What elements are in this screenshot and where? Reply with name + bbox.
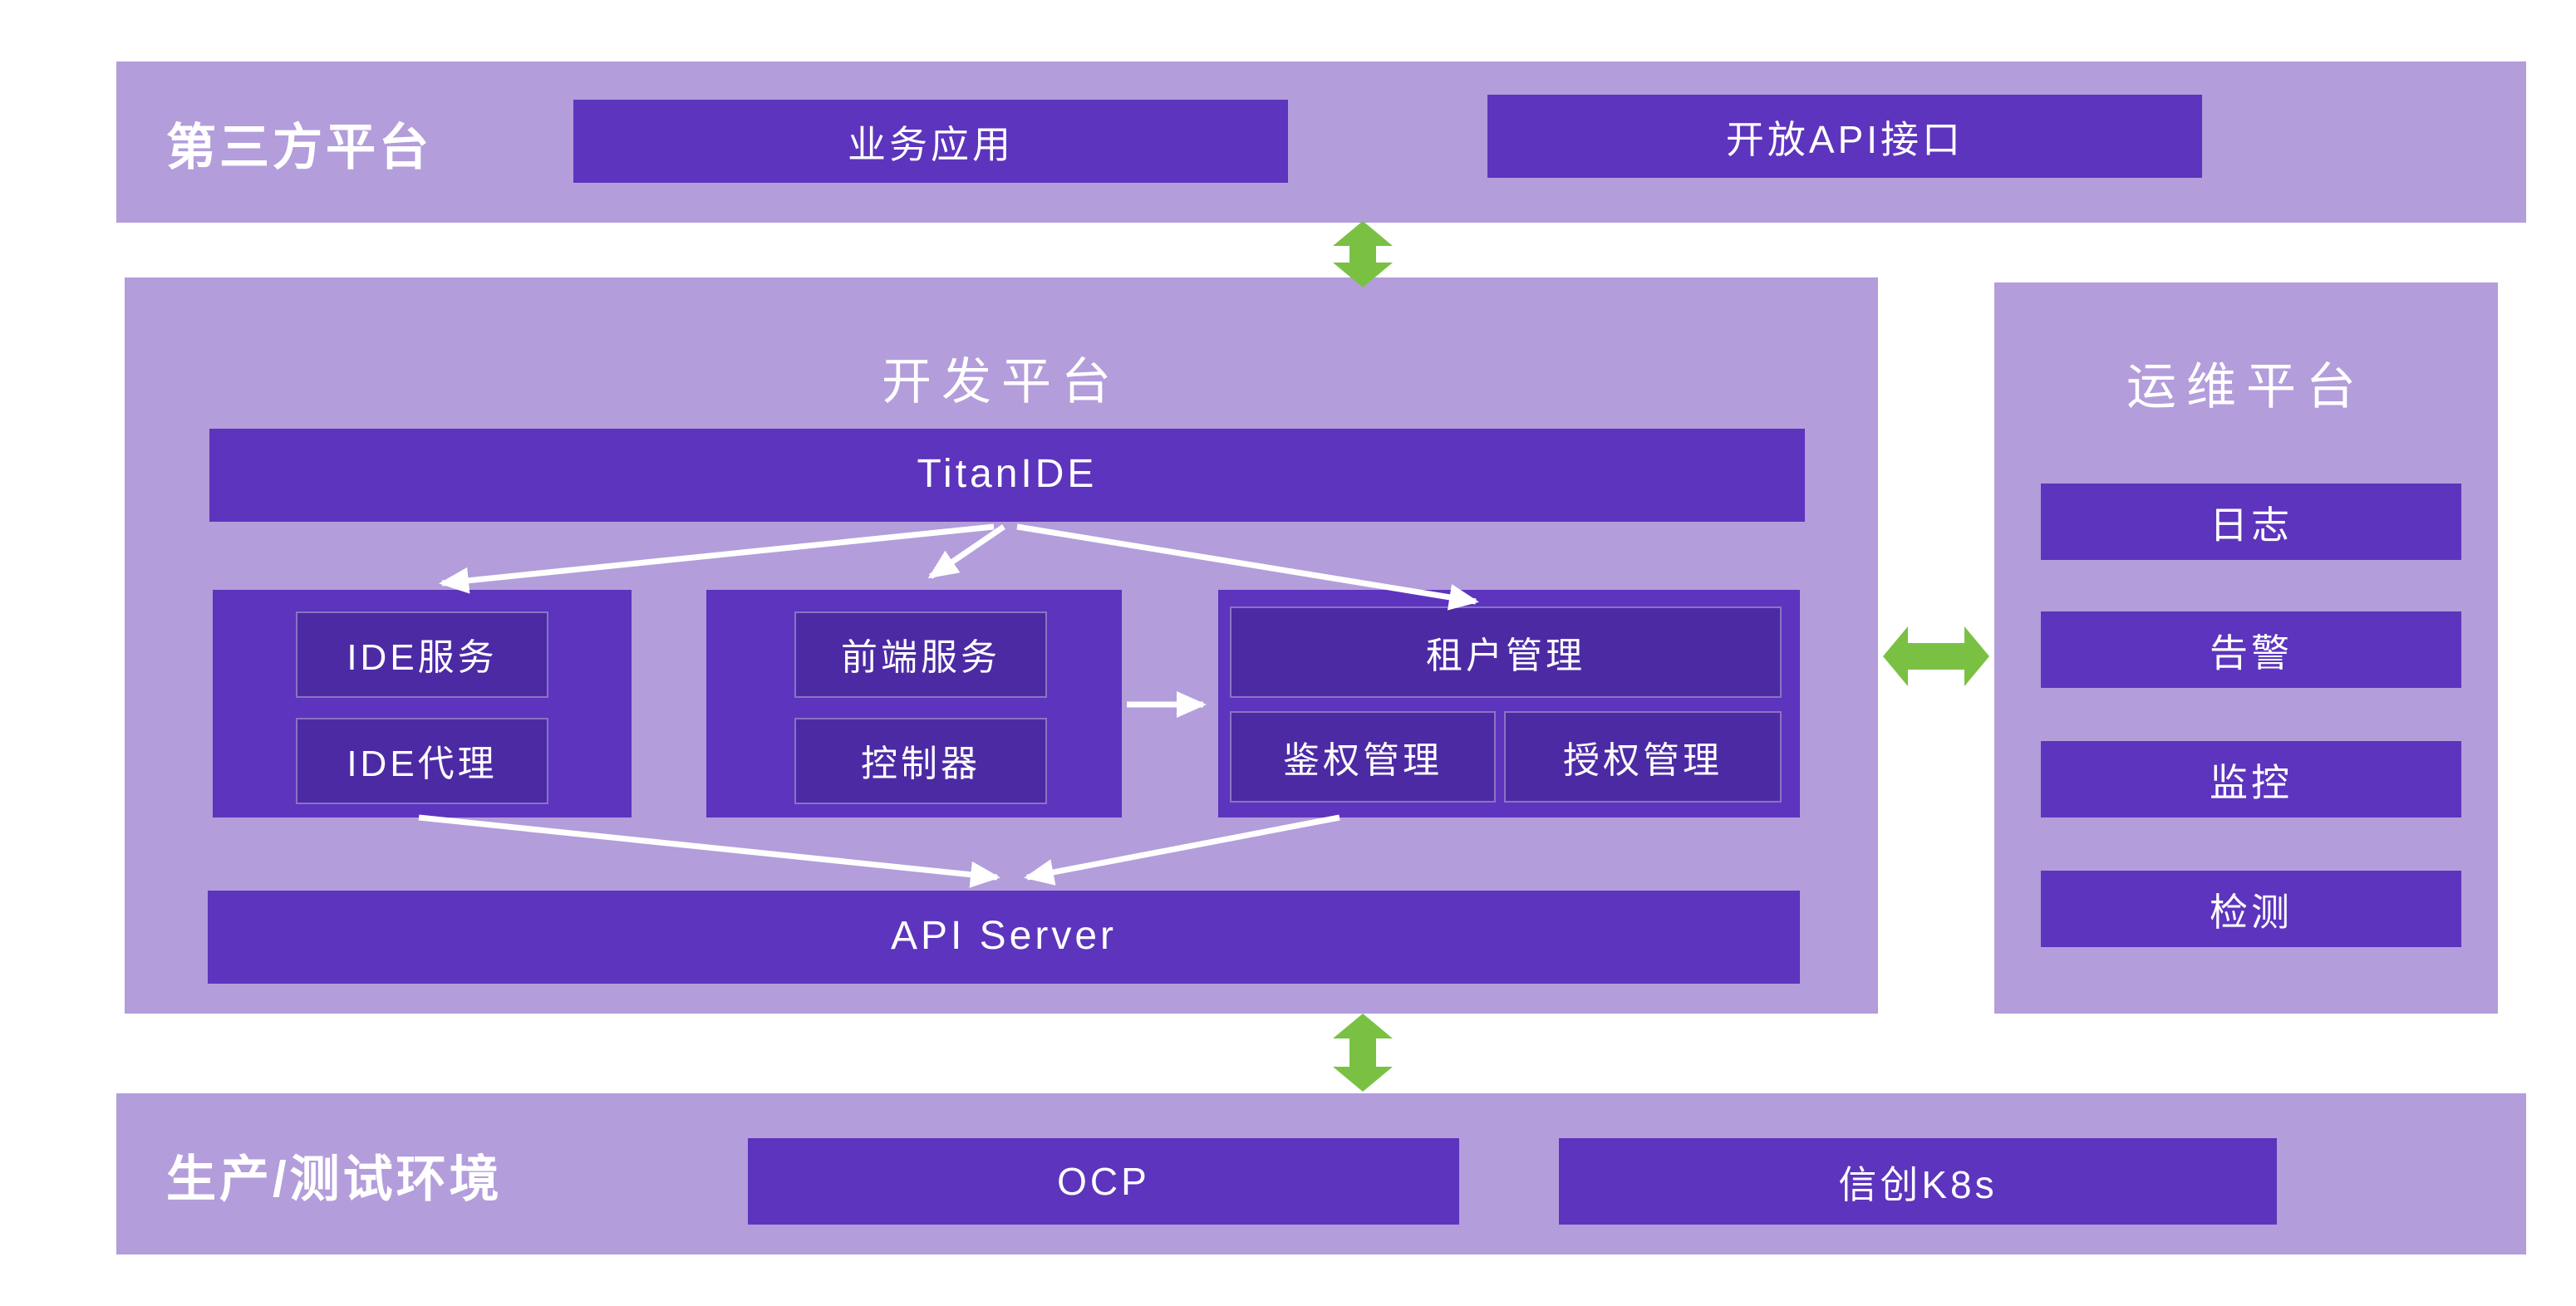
ide-service-box: IDE服务 <box>296 611 548 698</box>
frontend-group: 前端服务 控制器 <box>706 590 1122 817</box>
tenant-group: 租户管理 鉴权管理 授权管理 <box>1218 590 1800 817</box>
xinchuang-k8s-box: 信创K8s <box>1559 1138 2277 1225</box>
prod-test-env-band: 生产/测试环境 OCP 信创K8s <box>116 1093 2526 1254</box>
ops-platform-panel: 运维平台 日志 告警 监控 检测 <box>1994 282 2498 1014</box>
ide-proxy-box: IDE代理 <box>296 718 548 804</box>
titanide-bar: TitanIDE <box>209 429 1805 522</box>
ops-platform-title: 运维平台 <box>2126 361 2366 415</box>
ide-group: IDE服务 IDE代理 <box>213 590 632 817</box>
authn-mgmt-box: 鉴权管理 <box>1230 711 1496 803</box>
business-app-box: 业务应用 <box>573 100 1288 183</box>
controller-box: 控制器 <box>794 718 1047 804</box>
dev-platform-title: 开发平台 <box>882 356 1121 410</box>
tenant-mgmt-box: 租户管理 <box>1230 606 1782 698</box>
alerts-box: 告警 <box>2041 611 2461 688</box>
green-arrow-bottom-vertical <box>1333 1014 1393 1092</box>
ocp-box: OCP <box>748 1138 1459 1225</box>
prod-test-env-title: 生产/测试环境 <box>166 1152 503 1207</box>
third-party-platform-band: 第三方平台 业务应用 开放API接口 <box>116 61 2526 223</box>
detection-box: 检测 <box>2041 871 2461 947</box>
monitoring-box: 监控 <box>2041 741 2461 817</box>
green-arrow-horizontal <box>1883 626 1989 686</box>
authz-mgmt-box: 授权管理 <box>1504 711 1782 803</box>
third-party-platform-title: 第三方平台 <box>166 120 432 175</box>
open-api-box: 开放API接口 <box>1487 95 2202 178</box>
dev-platform-panel: 开发平台 TitanIDE IDE服务 IDE代理 前端服务 控制器 租户管理 … <box>125 277 1878 1014</box>
api-server-bar: API Server <box>208 891 1800 984</box>
frontend-service-box: 前端服务 <box>794 611 1047 698</box>
logs-box: 日志 <box>2041 484 2461 560</box>
